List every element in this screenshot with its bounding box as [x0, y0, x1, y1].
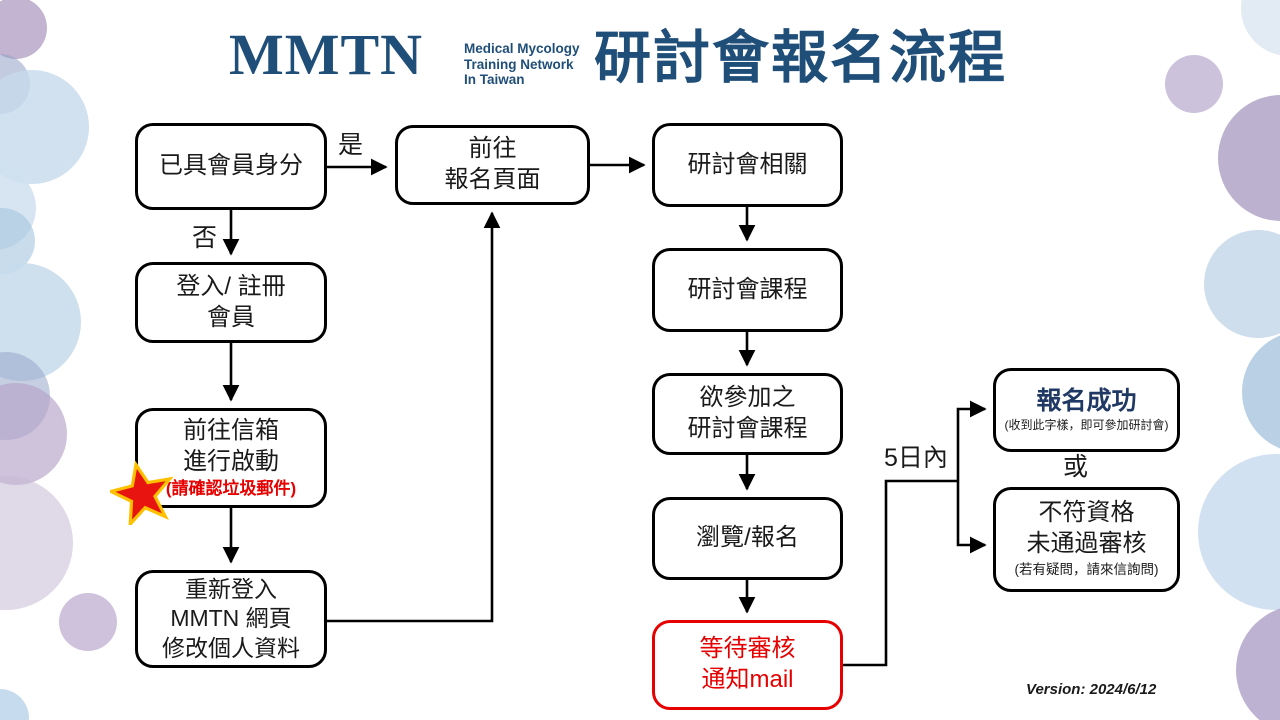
box-line: 報名頁面 — [444, 166, 541, 193]
spam-warning-text: (請確認垃圾郵件) — [165, 478, 297, 498]
flow-box-goto-mailbox: 前往信箱 進行啟動 (請確認垃圾郵件) — [135, 408, 327, 508]
page-title: 研討會報名流程 — [594, 26, 1007, 90]
box-line: 會員 — [207, 303, 255, 331]
box-line: 研討會課程 — [687, 415, 808, 442]
flow-box-wait-review: 等待審核 通知mail — [652, 620, 843, 710]
box-line: 研討會課程 — [687, 275, 808, 303]
logo-subtitle-line: In Taiwan — [464, 72, 525, 88]
flow-box-already-member: 已具會員身分 — [135, 123, 327, 210]
success-title: 報名成功 — [1036, 387, 1137, 415]
mmtn-logo: MMTN — [229, 22, 424, 87]
flow-box-relogin: 重新登入 MMTN 網頁 修改個人資料 — [135, 570, 327, 668]
flow-box-seminar-courses: 研討會課程 — [652, 248, 843, 332]
box-line: 前往信箱 — [183, 417, 279, 445]
flow-box-not-qualified: 不符資格 未通過審核 (若有疑問，請來信詢問) — [993, 487, 1180, 592]
flow-box-browse-register: 瀏覽/報名 — [652, 497, 843, 580]
logo-subtitle-line: Training Network — [464, 56, 574, 72]
logo-subtitle-line: Medical Mycology — [464, 41, 580, 56]
box-line: 等待審核 — [699, 635, 796, 663]
label-no: 否 — [192, 224, 218, 252]
label-or: 或 — [1063, 453, 1089, 481]
arrow-branch-to-not-qualified — [956, 481, 987, 554]
box-line: 重新登入 — [185, 575, 277, 602]
not-qualified-note: (若有疑問，請來信詢問) — [1014, 562, 1159, 578]
mmtn-logo-subtitle: Medical Mycology Training Network In Tai… — [464, 41, 580, 88]
version-text: Version: 2024/6/12 — [1026, 681, 1157, 698]
flow-box-goto-registration-page: 前往 報名頁面 — [395, 125, 590, 205]
box-line: 進行啟動 — [183, 447, 279, 475]
box-line: 未通過審核 — [1026, 529, 1147, 557]
arrow-relogin-to-registration-page — [327, 211, 501, 623]
line-wait-review-to-branch — [843, 479, 958, 667]
flow-box-desired-courses: 欲參加之 研討會課程 — [652, 373, 843, 455]
star-icon — [110, 461, 174, 525]
label-within-5-days: 5日內 — [884, 444, 948, 472]
box-line: 前往 — [468, 135, 517, 163]
arrow-branch-to-success — [956, 400, 987, 481]
box-line: 登入/ 註冊 — [176, 272, 286, 300]
label-yes: 是 — [338, 131, 364, 159]
box-line: 瀏覽/報名 — [696, 524, 799, 552]
box-line: 研討會相關 — [687, 150, 808, 178]
success-note: (收到此字樣，即可參加研討會) — [1004, 418, 1169, 432]
flow-box-login-register: 登入/ 註冊 會員 — [135, 262, 327, 343]
box-line: 通知mail — [701, 666, 794, 693]
box-line: 已具會員身分 — [159, 152, 303, 180]
flow-box-seminar-related: 研討會相關 — [652, 123, 843, 207]
flow-box-registration-success: 報名成功 (收到此字樣，即可參加研討會) — [993, 368, 1180, 452]
box-line: MMTN 網頁 — [170, 605, 292, 632]
box-line: 欲參加之 — [699, 384, 796, 412]
box-line: 修改個人資料 — [162, 634, 300, 661]
box-line: 不符資格 — [1038, 498, 1135, 526]
